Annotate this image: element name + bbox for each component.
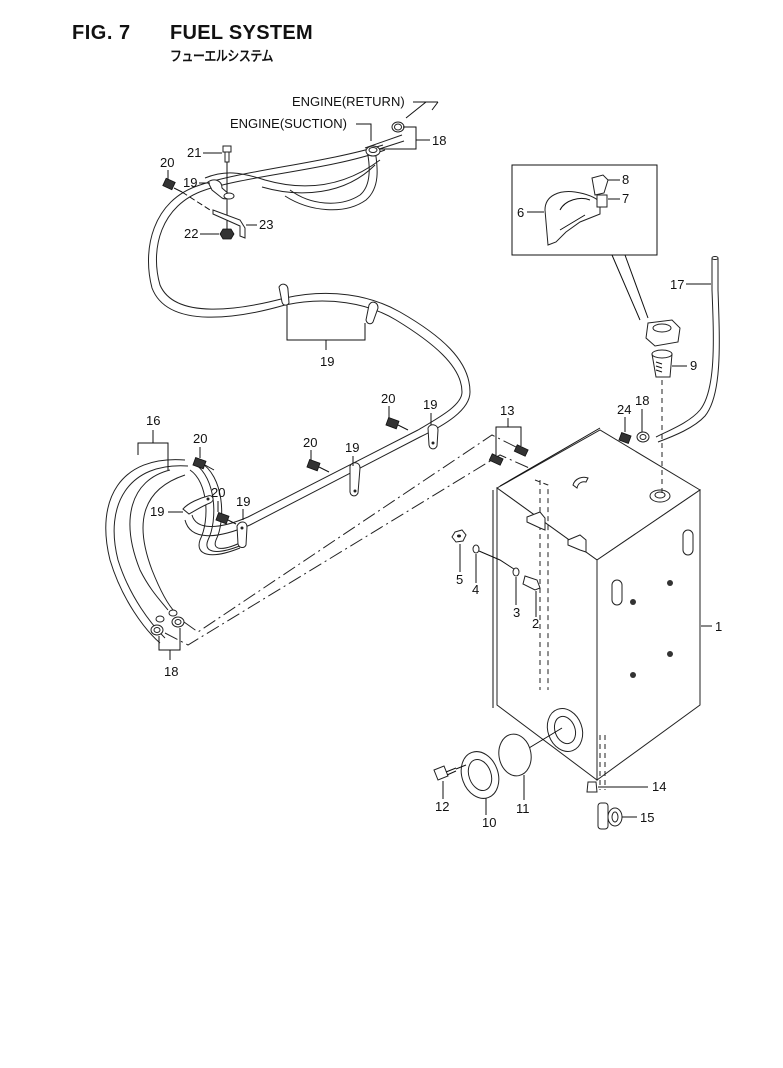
- hose-clamp-18-tank: [636, 431, 650, 443]
- gasket-11: [498, 733, 532, 777]
- callout-6: 6: [517, 205, 524, 220]
- clip-19-mid-right: [365, 301, 379, 325]
- callout-11: 11: [516, 801, 530, 816]
- clip-19-mid-left: [278, 283, 290, 306]
- engine-return-label: ENGINE(RETURN): [292, 94, 405, 109]
- callout-14: 14: [652, 779, 666, 794]
- bolt-2: [522, 575, 541, 591]
- callout-1: 1: [715, 619, 722, 634]
- hose-clamp-engine-return: [391, 121, 405, 133]
- figure-subtitle-japanese: フューエルシステム: [170, 48, 273, 64]
- callout-24: 24: [617, 402, 631, 417]
- screw-20-upper: [162, 177, 211, 211]
- callout-15: 15: [640, 810, 654, 825]
- fuel-hoses-16: [105, 459, 245, 644]
- callout-18-tank: 18: [635, 393, 649, 408]
- drain-fitting-14: [586, 781, 598, 793]
- fitting-24: [618, 432, 632, 444]
- drain-cock-15: [597, 802, 623, 830]
- callout-5: 5: [456, 572, 463, 587]
- figure-number: FIG. 7: [72, 22, 131, 44]
- callout-23: 23: [259, 217, 273, 232]
- callout-10: 10: [482, 815, 496, 830]
- engine-suction-label: ENGINE(SUCTION): [230, 116, 347, 131]
- clip-19-lower-right: [236, 521, 248, 548]
- callout-20-centre: 20: [303, 435, 317, 450]
- callout-12: 12: [435, 799, 449, 814]
- callout-13: 13: [500, 403, 514, 418]
- callout-22: 22: [184, 226, 198, 241]
- clip-19-upper: [207, 179, 235, 200]
- bolt-12: [433, 764, 467, 781]
- filler-strainer-9: [651, 349, 673, 495]
- callout-9: 9: [690, 358, 697, 373]
- callout-19-right: 19: [423, 397, 437, 412]
- nut-5: [451, 529, 467, 543]
- callout-20-lower-a: 20: [193, 431, 207, 446]
- clip-19-right: [427, 424, 439, 450]
- callout-20-lower-b: 20: [211, 485, 225, 500]
- callout-2: 2: [532, 616, 539, 631]
- callout-21: 21: [187, 145, 201, 160]
- callout-19-mid: 19: [320, 354, 334, 369]
- hose-clamps-18-lower: [150, 616, 185, 636]
- callout-19-upper: 19: [183, 175, 197, 190]
- callout-16: 16: [146, 413, 160, 428]
- washer-3: [512, 567, 520, 577]
- fuel-tank-1: [492, 427, 701, 790]
- fuel-cap-detail-inset: [511, 164, 658, 321]
- screw-20-lower-b: [215, 512, 237, 525]
- clip-19-centre: [349, 462, 361, 497]
- cover-flange-10: [460, 751, 500, 799]
- figure-title: FUEL SYSTEM: [170, 22, 313, 44]
- callout-20-upper: 20: [160, 155, 174, 170]
- fittings-13: [488, 444, 529, 466]
- callout-18-top: 18: [432, 133, 446, 148]
- nut-22: [219, 228, 235, 240]
- callout-4: 4: [472, 582, 479, 597]
- fuel-cap-assembly: [645, 319, 681, 347]
- callout-19-lower-right: 19: [236, 494, 250, 509]
- callout-7: 7: [622, 191, 629, 206]
- screw-20-lower-a: [192, 457, 215, 471]
- callout-8: 8: [622, 172, 629, 187]
- callout-18-lower: 18: [164, 664, 178, 679]
- clip-19-lower-left: [182, 495, 214, 515]
- hose-clamp-engine-suction: [365, 145, 381, 157]
- washer-4: [472, 544, 480, 554]
- callout-17: 17: [670, 277, 684, 292]
- callout-20-right: 20: [381, 391, 395, 406]
- breather-tube-17: [655, 256, 720, 443]
- bracket-23: [212, 209, 246, 239]
- callout-3: 3: [513, 605, 520, 620]
- screw-20-centre: [306, 459, 330, 473]
- screw-20-right: [385, 417, 409, 431]
- callout-19-lower-left: 19: [150, 504, 164, 519]
- callout-19-centre: 19: [345, 440, 359, 455]
